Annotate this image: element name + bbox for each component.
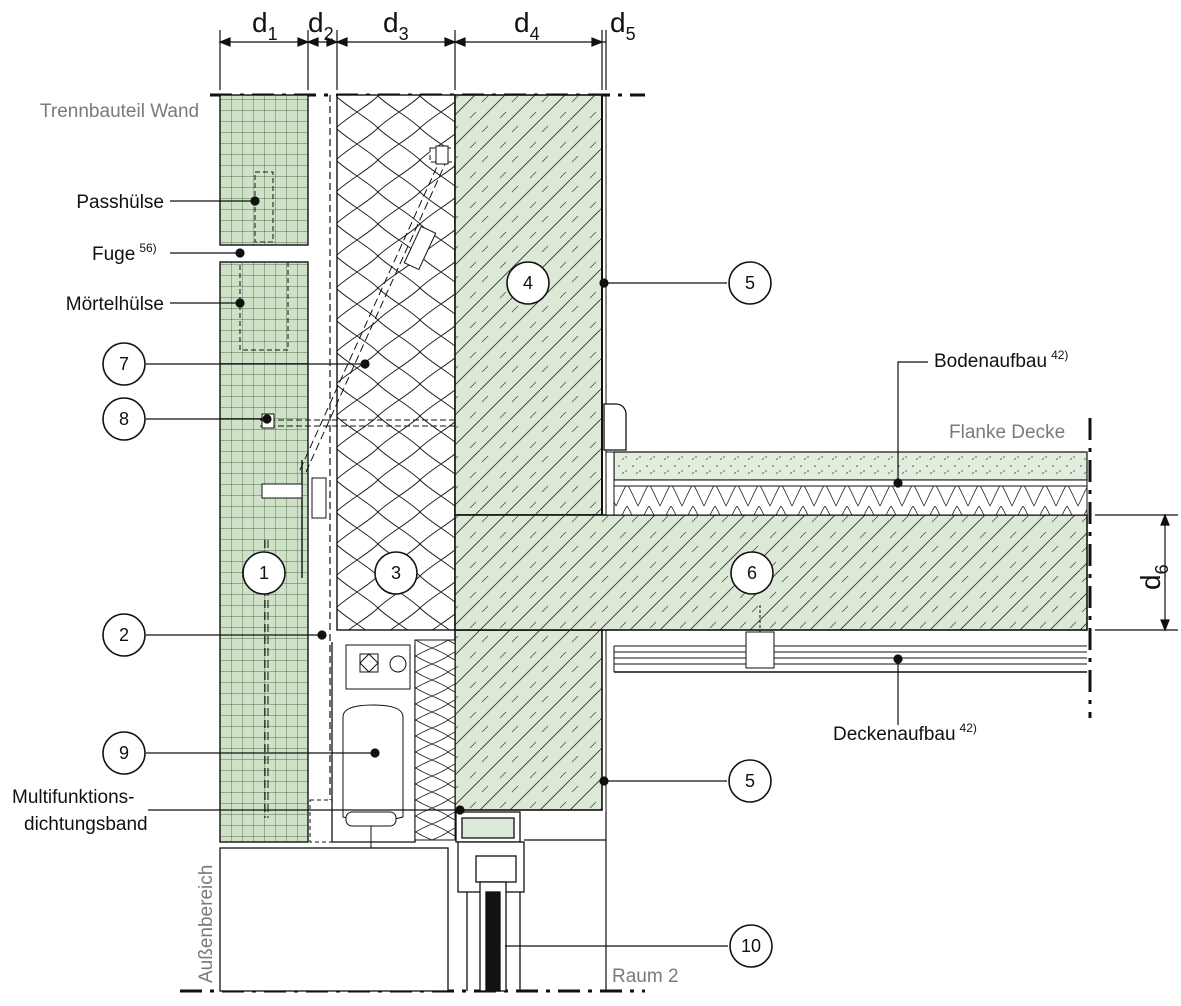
svg-text:6: 6 — [747, 563, 757, 583]
marker-9: 9 — [102, 731, 146, 775]
svg-text:2: 2 — [119, 625, 129, 645]
dim-d3: d3 — [383, 7, 409, 44]
marker-8: 8 — [102, 397, 146, 441]
label-passhuelse: Passhülse — [76, 192, 164, 213]
numbered-markers: 1 2 3 4 5 5 6 7 8 9 10 — [102, 261, 774, 968]
top-dimension-chain — [218, 30, 607, 90]
dimension-labels: d1 d2 d3 d4 d5 — [252, 7, 636, 44]
svg-text:9: 9 — [119, 743, 129, 763]
marker-5-upper: 5 — [728, 261, 772, 305]
marker-10: 10 — [729, 924, 773, 968]
svg-text:7: 7 — [119, 354, 129, 374]
label-raum-2: Raum 2 — [612, 966, 679, 987]
outer-masonry-leaf — [219, 94, 327, 843]
air-gap — [309, 95, 333, 843]
svg-text:3: 3 — [391, 563, 401, 583]
svg-text:5: 5 — [745, 771, 755, 791]
marker-4: 4 — [506, 261, 550, 305]
svg-text:1: 1 — [259, 563, 269, 583]
dim-d4: d4 — [514, 7, 540, 44]
roller-shutter-box — [331, 639, 456, 991]
dim-d5: d5 — [610, 7, 636, 44]
svg-text:8: 8 — [119, 409, 129, 429]
label-dichtungsband: dichtungsband — [24, 814, 148, 835]
svg-text:4: 4 — [523, 273, 533, 293]
dim-d6: d6 — [1135, 564, 1172, 590]
marker-6: 6 — [730, 551, 774, 595]
marker-1: 1 — [242, 551, 286, 595]
marker-5-lower: 5 — [728, 759, 772, 803]
marker-7: 7 — [102, 342, 146, 386]
label-multifunktions: Multifunktions- — [12, 787, 135, 808]
label-flanke-decke: Flanke Decke — [949, 422, 1065, 443]
lower-exterior-block — [219, 847, 449, 992]
label-trennbauteil-wand: Trennbauteil Wand — [40, 101, 199, 122]
svg-text:10: 10 — [741, 936, 761, 956]
inner-concrete-wall — [454, 94, 607, 812]
label-aussenbereich: Außenbereich — [196, 865, 217, 983]
svg-text:5: 5 — [745, 273, 755, 293]
d6-dimension — [1095, 513, 1178, 632]
marker-3: 3 — [374, 551, 418, 595]
core-insulation — [336, 94, 456, 631]
marker-2: 2 — [102, 613, 146, 657]
label-moertelhuelse: Mörtelhülse — [66, 294, 164, 315]
leader-lines — [146, 196, 928, 951]
dim-d2: d2 — [308, 7, 334, 44]
ceiling-buildup — [613, 605, 1087, 673]
floor-buildup — [603, 403, 1088, 516]
dim-d1: d1 — [252, 7, 278, 44]
window-frame — [455, 811, 606, 992]
